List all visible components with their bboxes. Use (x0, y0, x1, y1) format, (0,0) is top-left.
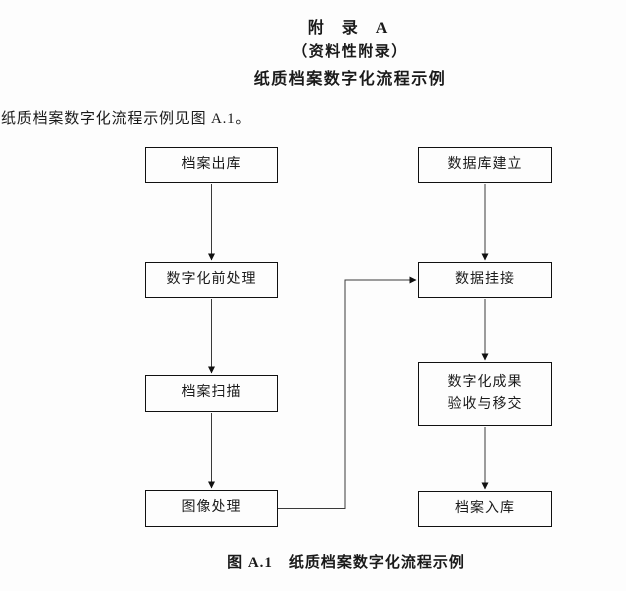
flow-node-database-setup: 数据库建立 (418, 147, 552, 183)
flow-node-image-processing: 图像处理 (145, 490, 278, 527)
intro-paragraph: 纸质档案数字化流程示例见图 A.1。 (1, 111, 252, 127)
flow-node-archive-scanning: 档案扫描 (145, 375, 278, 412)
flow-node-data-linking: 数据挂接 (418, 262, 552, 298)
appendix-title: 附 录 A (307, 20, 389, 37)
flow-node-acceptance-transfer: 数字化成果 验收与移交 (418, 362, 552, 426)
appendix-subtitle: 纸质档案数字化流程示例 (253, 71, 447, 88)
arrow-image-to-linking (278, 276, 417, 509)
flow-node-pre-digitization: 数字化前处理 (145, 262, 278, 298)
flow-node-archive-checkout: 档案出库 (145, 147, 278, 183)
figure-caption: 图 A.1 纸质档案数字化流程示例 (227, 555, 465, 571)
flow-node-archive-checkin: 档案入库 (418, 491, 552, 527)
appendix-type-label: （资料性附录） (292, 44, 408, 60)
